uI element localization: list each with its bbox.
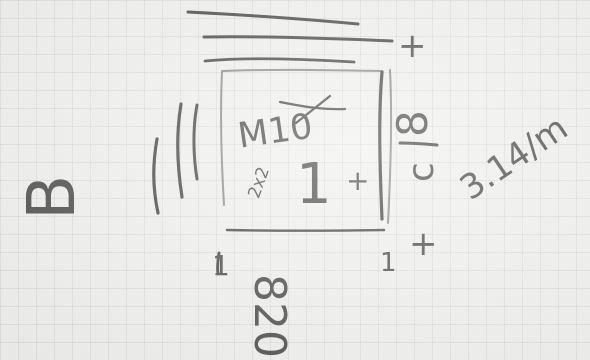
right-fraction-bar [398,141,439,147]
crossout-stroke-1 [278,100,347,111]
box-right-shadow [387,69,393,224]
box-left-edge [219,71,225,206]
right-fraction-top-label: 8 [388,110,437,137]
left-bar-1 [152,137,160,215]
left-bar-3 [192,103,199,181]
top-stroke-1 [186,10,360,26]
bottom-left-tick-stroke [216,251,221,275]
top-right-mark-label: + [398,26,427,66]
box-bottom-edge [225,228,386,232]
top-stroke-3 [203,57,356,64]
left-letter-label: B [13,175,90,220]
center-plus-label: + [346,164,369,197]
small-note-label: 2x2 [244,164,274,201]
top-stroke-2 [202,35,394,43]
box-top-edge [221,68,382,72]
bottom-right-tick-label: 1 [380,248,397,278]
center-label: M10 [235,107,315,157]
bottom-code-label: 820 [244,274,295,358]
right-fraction-bottom-label: c [401,162,442,182]
bottom-left-tick-label: 1 [212,249,230,282]
right-value-label: 3.14/m [453,108,575,208]
left-bar-2 [176,102,184,199]
crossout-stroke-2 [294,94,332,125]
bottom-right-mark-label: + [409,224,438,264]
center-number-label: 1 [296,152,332,217]
box-right-edge [378,70,384,221]
